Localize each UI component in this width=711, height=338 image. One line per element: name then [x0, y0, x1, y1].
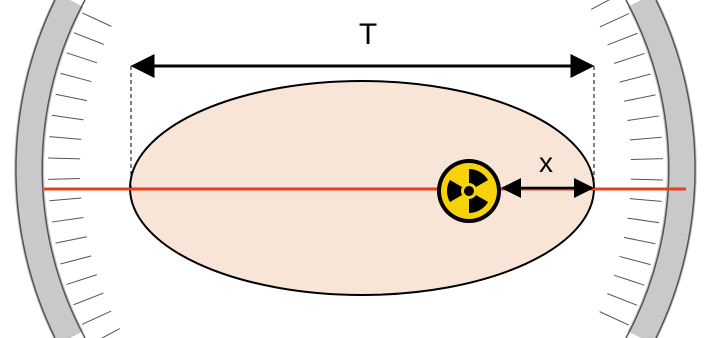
thickness-label: T	[359, 18, 377, 51]
source-distance-label: x	[539, 147, 553, 178]
right-detector-ring	[590, 0, 697, 338]
radiation-trefoil-icon	[437, 159, 501, 223]
left-detector-ring	[14, 0, 121, 338]
